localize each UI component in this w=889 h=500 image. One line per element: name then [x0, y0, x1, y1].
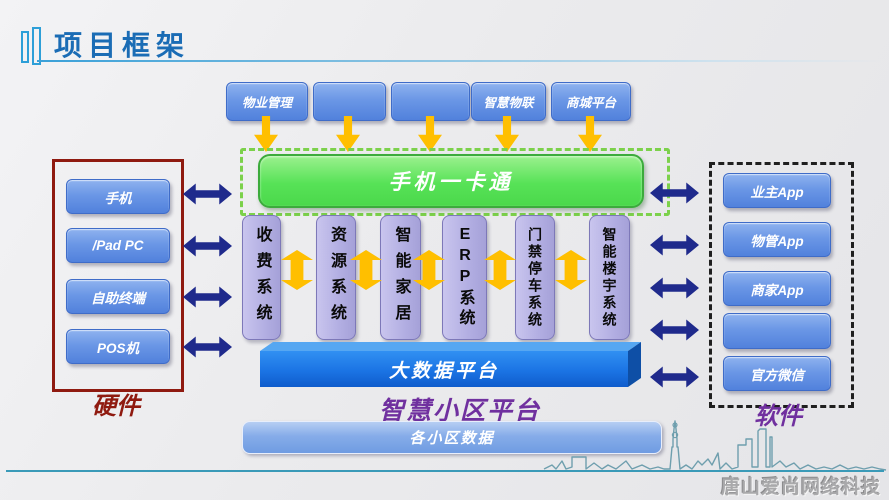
- link-arrow-icon: [650, 182, 699, 204]
- big-data-3d-faces: [260, 342, 641, 387]
- software-button-owner-app: 业主App: [723, 173, 831, 208]
- link-arrow-icon: [650, 234, 699, 256]
- link-arrow-icon: [183, 286, 232, 308]
- top-module-property: 物业管理: [226, 82, 308, 121]
- software-button-wechat: 官方微信: [723, 356, 831, 391]
- hardware-panel: [52, 159, 184, 392]
- down-arrow-icon: [336, 116, 360, 152]
- platform-caption: 智慧小区平台: [378, 398, 541, 425]
- hardware-button-kiosk: 自助终端: [66, 279, 170, 314]
- hardware-button-phone: 手机: [66, 179, 170, 214]
- software-panel: [709, 162, 854, 408]
- sync-arrow-icon: [484, 250, 516, 290]
- software-button-pm-app: 物管App: [723, 222, 831, 257]
- down-arrow-icon: [254, 116, 278, 152]
- hardware-button-pos: POS机: [66, 329, 170, 364]
- title-bars-icon: [21, 27, 41, 65]
- software-button-merchant-app: 商家App: [723, 271, 831, 306]
- top-module-mall: 商城平台: [551, 82, 631, 121]
- hardware-button-pad-pc: /Pad PC: [66, 228, 170, 263]
- software-button-blank: [723, 313, 831, 349]
- down-arrow-icon: [418, 116, 442, 152]
- baseline-rule: [6, 470, 884, 472]
- sync-arrow-icon: [281, 250, 313, 290]
- skyline-graphic: [543, 420, 887, 471]
- software-caption: 软件: [754, 404, 802, 430]
- link-arrow-icon: [650, 366, 699, 388]
- big-data-platform: 大数据平台: [258, 341, 642, 388]
- sync-arrow-icon: [555, 250, 587, 290]
- top-module-smart-iot: 智慧物联: [471, 82, 546, 121]
- system-box-resource: 资源系统: [316, 215, 356, 340]
- down-arrow-icon: [578, 116, 602, 152]
- link-arrow-icon: [650, 277, 699, 299]
- integration-frame: [240, 148, 670, 216]
- watermark: 唐山爱尚网络科技: [720, 477, 881, 498]
- link-arrow-icon: [183, 183, 232, 205]
- system-box-erp: ERP系统: [442, 215, 487, 340]
- system-box-building: 智能楼宇系统: [589, 215, 630, 340]
- system-box-charging: 收费系统: [242, 215, 281, 340]
- page-title: 项目框架: [54, 31, 191, 62]
- down-arrow-icon: [495, 116, 519, 152]
- system-box-access-parking: 门禁停车系统: [515, 215, 555, 340]
- link-arrow-icon: [650, 319, 699, 341]
- card-platform-banner: 手机一卡通: [258, 154, 644, 208]
- title-underline: [37, 60, 882, 62]
- big-data-platform-label: 大数据平台: [260, 351, 628, 387]
- system-box-smart-home: 智能家居: [380, 215, 421, 340]
- link-arrow-icon: [183, 235, 232, 257]
- link-arrow-icon: [183, 336, 232, 358]
- hardware-caption: 硬件: [92, 394, 140, 420]
- top-module-blank-2: [391, 82, 470, 121]
- community-data-bar: 各小区数据: [242, 421, 662, 454]
- top-module-blank-1: [313, 82, 386, 121]
